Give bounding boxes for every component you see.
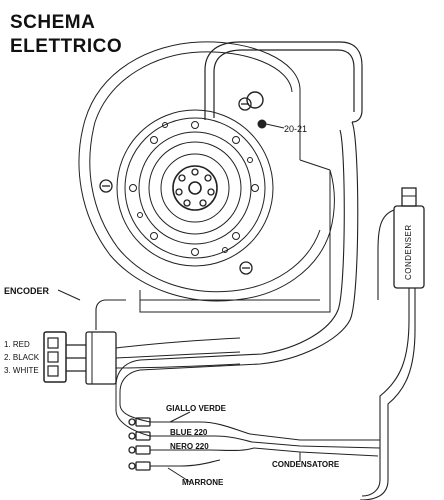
encoder-label: ENCODER	[4, 286, 50, 296]
main-harness-outer	[139, 121, 359, 371]
encoder-pin-1: 1. RED	[4, 340, 30, 349]
motor-ring-3	[138, 131, 252, 245]
ground-screw	[257, 119, 267, 129]
ground-ring-terminal	[246, 91, 264, 109]
encoder-connector-pin2	[47, 351, 59, 363]
condenser-lead-bottom-2	[359, 288, 416, 500]
condenser-lead-bottom	[361, 288, 410, 497]
condenser-cap	[401, 187, 417, 207]
marrone-leader	[167, 467, 191, 483]
crimp-terminals	[128, 417, 151, 471]
encoder-leader	[57, 289, 81, 301]
encoder-connector-pin3	[47, 365, 59, 377]
part-ref-leader	[265, 123, 285, 129]
motor-shaft	[188, 181, 202, 195]
motor-cable-loop-inner	[213, 49, 355, 118]
encoder-pin-3: 3. WHITE	[4, 366, 39, 375]
housing-base	[139, 232, 331, 313]
encoder-wires	[66, 344, 86, 372]
motor-ring-outer	[116, 109, 274, 267]
encoder-plug	[85, 331, 117, 385]
giallo-verde-label: GIALLO VERDE	[166, 404, 227, 413]
marrone-wire	[150, 459, 221, 467]
terminal-bundle-right	[249, 433, 381, 457]
title-line-1: SCHEMA	[10, 12, 96, 33]
encoder-connector-pin1	[47, 337, 59, 349]
part-ref-label: 20-21	[284, 124, 308, 134]
blue-220-label: BLUE 220	[170, 428, 208, 437]
harness-to-terminals	[115, 359, 151, 437]
motor-cable-loop	[204, 41, 363, 123]
condenser-lead-top	[377, 209, 395, 300]
ring-bolt-holes	[129, 121, 259, 256]
blue-220-wire	[150, 435, 253, 443]
nero-220-label: NERO 220	[170, 442, 209, 451]
condenser-label: CONDENSER	[404, 224, 413, 280]
encoder-wire-bundle	[115, 337, 241, 369]
housing-mount-screws	[99, 97, 253, 275]
fan-housing-outline	[78, 41, 335, 302]
title-line-2: ELETTRICO	[10, 36, 123, 57]
encoder-connector	[43, 331, 67, 383]
motor-ring-5	[160, 153, 230, 223]
encoder-cable	[95, 299, 126, 330]
main-harness-inner	[139, 129, 345, 361]
motor-ring-2	[124, 117, 266, 259]
hub-bolt-holes	[175, 168, 215, 207]
condensatore-label: CONDENSATORE	[272, 460, 340, 469]
encoder-pin-2: 2. BLACK	[4, 353, 40, 362]
fan-outlet-duct	[299, 90, 331, 232]
motor-hub	[172, 165, 218, 211]
giallo-verde-leader	[169, 411, 191, 423]
motor-ring-4	[148, 141, 242, 235]
nero-220-wire	[150, 447, 255, 452]
fan-housing-inner-outline	[89, 51, 321, 293]
giallo-verde-wire	[150, 421, 251, 435]
marrone-label: MARRONE	[182, 478, 224, 487]
